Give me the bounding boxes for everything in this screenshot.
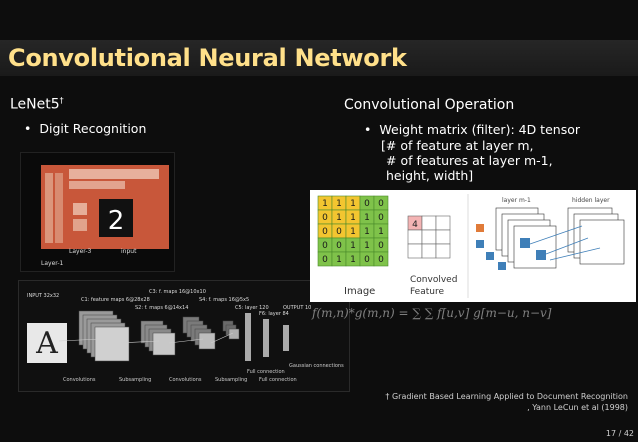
image-cell-value: 0: [378, 255, 384, 265]
lenet-architecture: A INPUT 32x32 C1: feature maps 6@28x28 S…: [18, 280, 350, 392]
image-cell-value: 0: [378, 213, 384, 223]
output-layer: [283, 325, 289, 351]
svg-text:A: A: [35, 326, 58, 361]
convolved-label-1: Convolved: [410, 275, 457, 285]
video-label-input: input: [121, 248, 137, 255]
arch-op-2: Subsampling: [119, 377, 151, 383]
feature-grid: 4: [407, 215, 451, 259]
image-cell-value: 1: [336, 199, 342, 209]
video-label-layer3: Layer-3: [69, 248, 92, 255]
arch-c3-label: C3: f. maps 16@10x10: [149, 289, 206, 295]
image-cell-value: 0: [378, 199, 384, 209]
image-cell-value: 1: [364, 213, 370, 223]
c5-layer: [245, 313, 251, 361]
input-plane: [27, 323, 67, 363]
input-digit-box: [99, 199, 133, 237]
lenet-demo-graphic: 2 Layer-3 Layer-1 input: [41, 165, 169, 267]
c3-planes: [182, 316, 216, 350]
image-cell-value: 1: [336, 255, 342, 265]
bullet-digit-recognition: • Digit Recognition: [24, 121, 146, 136]
lenet-heading: LeNet5†: [10, 96, 64, 113]
tensor-dim-line-2: # of features at layer m-1,: [386, 153, 553, 168]
image-cell-value: 0: [322, 255, 328, 265]
image-cell-value: 1: [322, 199, 328, 209]
arch-s2-label: S2: f. maps 6@14x14: [135, 305, 188, 311]
arch-op-5: Full connection: [247, 369, 285, 375]
bullet-weight-matrix: • Weight matrix (filter): 4D tensor: [364, 122, 580, 137]
image-cell-value: 1: [350, 227, 356, 237]
image-cell-value: 1: [364, 241, 370, 251]
image-cell-value: 1: [364, 227, 370, 237]
input-digit: 2: [108, 206, 125, 236]
image-cell-value: 0: [336, 241, 342, 251]
hidden-layer-label: hidden layer: [572, 197, 610, 204]
footnote-mark: †: [59, 96, 64, 105]
convolved-label-2: Feature: [410, 287, 444, 297]
image-cell-value: 1: [350, 241, 356, 251]
arch-op-1: Convolutions: [63, 377, 96, 383]
title-bar: [0, 40, 638, 76]
lenet-demo-video: 2 Layer-3 Layer-1 input: [20, 152, 175, 272]
image-cell-value: 0: [336, 227, 342, 237]
bullet-dot: •: [364, 122, 372, 137]
receptive-field-squares: [476, 224, 546, 270]
video-label-layer1: Layer-1: [41, 260, 64, 267]
image-cell-value: 0: [378, 241, 384, 251]
footnote-line-2: , Yann LeCun et al (1998): [527, 403, 628, 412]
connection-lines: [529, 225, 601, 261]
footnote-line-1: † Gradient Based Learning Applied to Doc…: [385, 392, 628, 401]
image-cell-value: 1: [350, 255, 356, 265]
tensor-dim-line-1: [# of feature at layer m,: [381, 138, 534, 153]
s2-planes: [140, 320, 176, 356]
arch-op-7: Gaussian connections: [289, 363, 344, 369]
lenet-architecture-graphic: A INPUT 32x32 C1: feature maps 6@28x28 S…: [27, 289, 344, 383]
arch-output-label: OUTPUT 10: [283, 305, 311, 311]
bullet-text: Digit Recognition: [39, 121, 147, 136]
arch-s4-label: S4: f. maps 16@5x5: [199, 297, 249, 303]
bullet-dot: •: [24, 121, 32, 136]
image-label: Image: [344, 286, 375, 297]
image-cell-value: 0: [364, 199, 370, 209]
image-cell-value: 1: [350, 199, 356, 209]
image-cell: [373, 251, 389, 267]
arch-c5-label: C5: layer 120: [235, 305, 269, 311]
c1-planes: [78, 310, 130, 362]
tensor-dim-line-3: height, width]: [386, 168, 474, 183]
image-cell-value: 1: [350, 213, 356, 223]
bullet-text: Weight matrix (filter): 4D tensor: [379, 122, 580, 137]
layer-m1-label: layer m-1: [502, 197, 531, 204]
image-cell-value: 0: [322, 227, 328, 237]
conv-heading: Convolutional Operation: [344, 97, 515, 113]
layer-m1-stack: [495, 207, 557, 269]
arch-c1-label: C1: feature maps 6@28x28: [81, 297, 150, 303]
image-cell-value: 0: [322, 241, 328, 251]
arch-op-3: Convolutions: [169, 377, 202, 383]
lenet-heading-text: LeNet5: [10, 96, 60, 113]
feature-value: 4: [412, 220, 418, 230]
arch-f6-label: F6: layer 84: [259, 311, 289, 317]
image-cell-value: 1: [336, 213, 342, 223]
image-cell-value: 0: [322, 213, 328, 223]
slide-title: Convolutional Neural Network: [8, 44, 407, 72]
arch-op-4: Subsampling: [215, 377, 247, 383]
convolution-formula: f(m,n)*g(m,n) = ∑ ∑ f[u,v] g[m−u, n−v]: [312, 306, 552, 320]
f6-layer: [263, 319, 269, 357]
image-cell-value: 1: [378, 227, 384, 237]
arch-input-label: INPUT 32x32: [27, 293, 59, 299]
arch-op-6: Full connection: [259, 377, 297, 383]
s4-planes: [222, 320, 240, 340]
image-cell-value: 0: [364, 255, 370, 265]
hidden-layer-stack: [567, 207, 625, 265]
page-number: 17 / 42: [605, 429, 634, 438]
